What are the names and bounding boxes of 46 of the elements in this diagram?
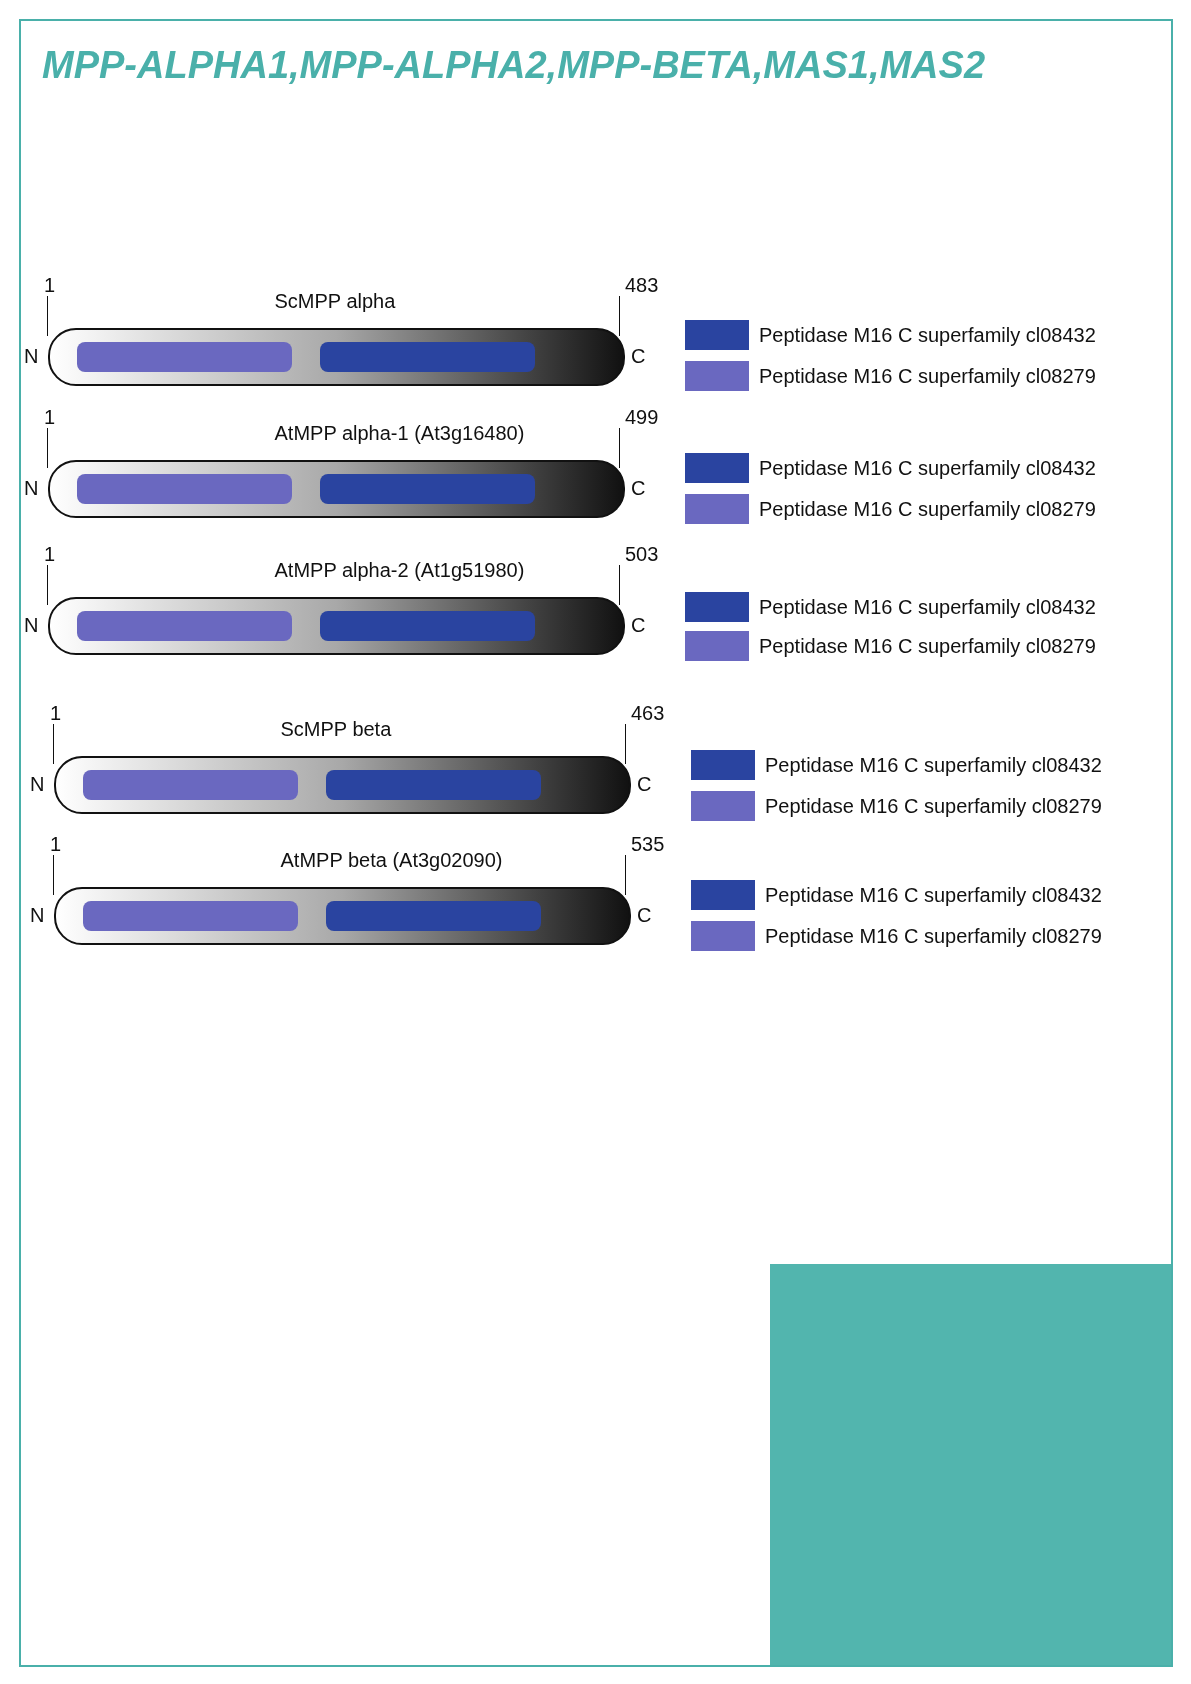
end-position: 483	[625, 274, 659, 296]
domain-bar	[326, 901, 541, 931]
legend-label: Peptidase M16 C superfamily cl08279	[759, 635, 1096, 657]
title: MPP-ALPHA1,MPP-ALPHA2,MPP-BETA,MAS1,MAS2	[42, 44, 986, 87]
protein-name: ScMPP beta	[280, 718, 392, 740]
c-terminus-label: C	[637, 773, 652, 795]
protein-name: AtMPP alpha-2 (At1g51980)	[274, 559, 525, 581]
c-terminus-label: C	[631, 345, 646, 367]
domain-bar	[83, 901, 298, 931]
legend-label: Peptidase M16 C superfamily cl08279	[765, 795, 1102, 817]
end-position: 535	[631, 833, 665, 855]
c-terminus-label: C	[637, 904, 652, 926]
end-position: 499	[625, 406, 659, 428]
domain-bar	[77, 474, 292, 504]
domain-bar	[83, 770, 298, 800]
legend-label: Peptidase M16 C superfamily cl08432	[765, 754, 1102, 776]
legend-label: Peptidase M16 C superfamily cl08279	[765, 925, 1102, 947]
start-position: 1	[50, 702, 62, 724]
protein-name: ScMPP alpha	[274, 290, 396, 312]
end-position: 503	[625, 543, 659, 565]
legend-label: Peptidase M16 C superfamily cl08279	[759, 365, 1096, 387]
n-terminus-label: N	[24, 345, 39, 367]
n-terminus-label: N	[30, 904, 45, 926]
protein-name: AtMPP beta (At3g02090)	[280, 849, 503, 871]
domain-bar	[77, 611, 292, 641]
protein-name: AtMPP alpha-1 (At3g16480)	[274, 422, 525, 444]
legend-label: Peptidase M16 C superfamily cl08432	[759, 324, 1096, 346]
end-position: 463	[631, 702, 665, 724]
legend-label: Peptidase M16 C superfamily cl08432	[759, 596, 1096, 618]
start-position: 1	[44, 406, 56, 428]
n-terminus-label: N	[30, 773, 45, 795]
start-position: 1	[50, 833, 62, 855]
n-terminus-label: N	[24, 614, 39, 636]
legend-label: Peptidase M16 C superfamily cl08279	[759, 498, 1096, 520]
legend-label: Peptidase M16 C superfamily cl08432	[759, 457, 1096, 479]
start-position: 1	[44, 274, 56, 296]
domain-bar	[320, 611, 535, 641]
start-position: 1	[44, 543, 56, 565]
domain-bar	[77, 342, 292, 372]
c-terminus-label: C	[631, 477, 646, 499]
n-terminus-label: N	[24, 477, 39, 499]
c-terminus-label: C	[631, 614, 646, 636]
domain-bar	[320, 474, 535, 504]
domain-bar	[320, 342, 535, 372]
domain-bar	[326, 770, 541, 800]
legend-label: Peptidase M16 C superfamily cl08432	[765, 884, 1102, 906]
